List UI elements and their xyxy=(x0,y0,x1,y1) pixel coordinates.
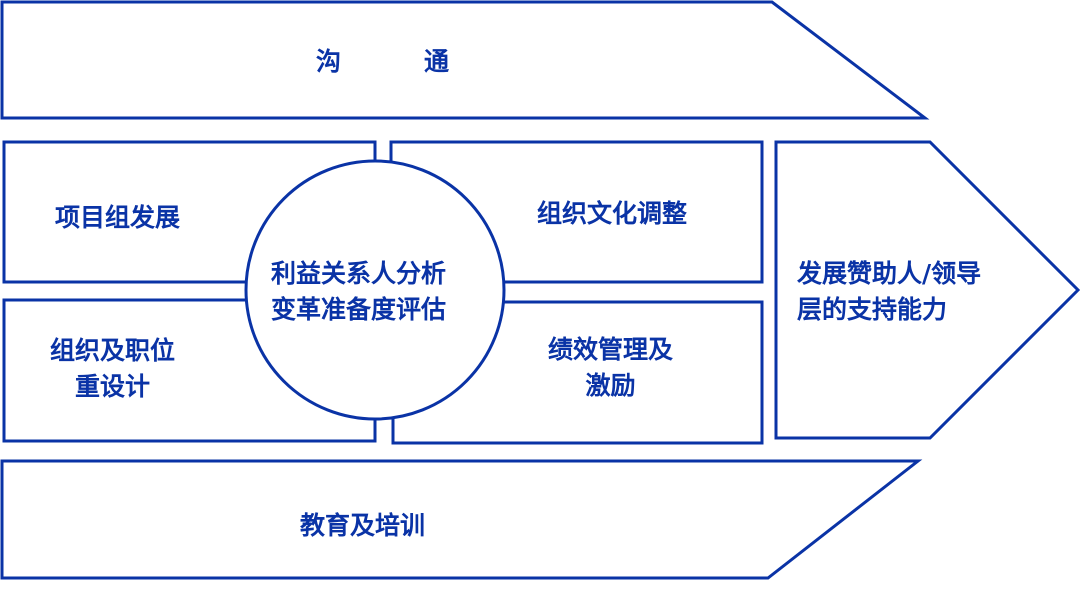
education-arrow xyxy=(0,459,923,580)
circle-line-1: 利益关系人分析 xyxy=(271,259,447,288)
org-redesign-line-2: 重设计 xyxy=(75,372,151,401)
center-circle xyxy=(244,159,506,421)
sponsor-arrow xyxy=(774,140,1080,440)
communication-char-1: 沟 xyxy=(316,47,342,76)
culture-label: 组织文化调整 xyxy=(537,199,688,228)
circle-line-2: 变革准备度评估 xyxy=(271,295,447,324)
sponsor-label: 发展赞助人/领导 层的支持能力 xyxy=(797,256,981,328)
communication-char-2: 通 xyxy=(424,47,450,76)
sponsor-line-1: 发展赞助人/领导 xyxy=(797,259,982,288)
performance-label: 绩效管理及 激励 xyxy=(548,332,673,404)
performance-line-1: 绩效管理及 xyxy=(548,335,674,364)
project-team-label: 项目组发展 xyxy=(55,203,181,232)
sponsor-line-2: 层的支持能力 xyxy=(797,295,948,324)
education-label: 教育及培训 xyxy=(300,511,426,540)
performance-line-2: 激励 xyxy=(585,371,636,400)
org-redesign-label: 组织及职位 重设计 xyxy=(50,333,175,405)
circle-label: 利益关系人分析 变革准备度评估 xyxy=(271,256,446,328)
org-redesign-line-1: 组织及职位 xyxy=(50,336,176,365)
communication-arrow xyxy=(0,0,930,120)
